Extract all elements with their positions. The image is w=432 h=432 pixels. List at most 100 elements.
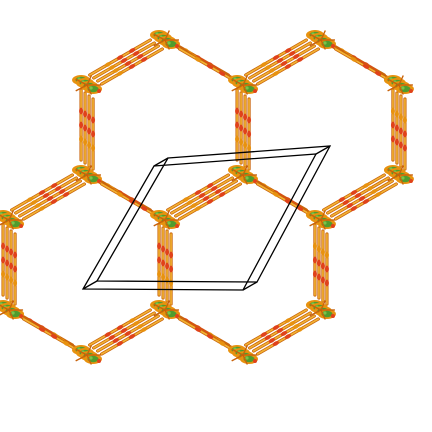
- cluster-highlight: [323, 311, 327, 315]
- linker-atom: [398, 127, 403, 135]
- linker-atom: [312, 270, 317, 278]
- framework-node-9: [383, 165, 414, 185]
- cluster-oxygen: [97, 359, 101, 363]
- linker-atom: [13, 279, 18, 287]
- node-spike: [320, 219, 326, 230]
- linker-atom: [296, 206, 304, 211]
- cluster-highlight: [89, 356, 93, 360]
- linker-atom: [247, 116, 252, 124]
- linker-atom: [30, 200, 38, 205]
- linker-atom: [324, 251, 329, 259]
- node-spike: [153, 213, 166, 221]
- cluster-highlight: [167, 41, 171, 45]
- framework-node-3: [228, 165, 258, 185]
- linker-atom: [112, 338, 119, 343]
- linker-atom: [1, 256, 6, 264]
- unit-cell-back-face: [81, 153, 318, 291]
- linker-atom: [398, 141, 403, 149]
- linker-atom: [402, 116, 407, 124]
- node-spike: [153, 33, 166, 41]
- linker-atom: [296, 327, 304, 332]
- linker-atom: [243, 141, 248, 149]
- linker-atom: [116, 71, 124, 76]
- linker-atom: [63, 192, 70, 197]
- linker-atom: [324, 265, 329, 273]
- linker-atom: [128, 318, 136, 323]
- linker-atom: [280, 331, 288, 336]
- cluster-oxygen: [330, 224, 335, 228]
- linker-atom: [38, 327, 46, 332]
- node-spike: [153, 309, 166, 317]
- node-spike: [8, 210, 15, 221]
- node-spike: [75, 84, 88, 92]
- framework-node-16: [228, 345, 258, 365]
- cluster-oxygen: [253, 179, 257, 183]
- linker-atom: [1, 242, 6, 250]
- linker-atom: [165, 262, 170, 270]
- linker-atom: [264, 335, 271, 340]
- cluster-highlight: [167, 311, 171, 315]
- linker-atom: [264, 65, 272, 70]
- linker-atom: [140, 206, 148, 211]
- linker-atom: [312, 256, 317, 264]
- node-spike: [242, 174, 248, 185]
- node-spike: [320, 309, 326, 320]
- linker-atom: [34, 203, 42, 208]
- framework-edge-19: [166, 308, 242, 356]
- unit-cell-edge: [153, 157, 169, 167]
- node-spike: [75, 168, 88, 176]
- node-spike: [86, 174, 92, 185]
- linker-atom: [26, 197, 34, 202]
- linker-atom: [320, 248, 325, 256]
- node-spike: [75, 348, 88, 356]
- linker-atom: [206, 199, 214, 204]
- linker-atom: [288, 321, 296, 326]
- node-spike: [153, 39, 166, 47]
- node-spike: [0, 219, 10, 226]
- framework-node-1: [150, 30, 180, 50]
- node-spike: [153, 303, 166, 311]
- node-spike: [242, 354, 248, 365]
- framework-edge-5: [79, 88, 96, 171]
- linker-atom: [390, 135, 395, 143]
- linker-atom: [346, 203, 353, 208]
- linker-atom: [215, 189, 222, 194]
- framework-node-6: [72, 75, 103, 95]
- cluster-highlight: [89, 86, 93, 90]
- linker-atom: [284, 64, 292, 69]
- node-spike: [309, 213, 322, 221]
- linker-atom: [87, 141, 92, 149]
- linker-atom: [108, 335, 115, 340]
- linker-atom: [38, 190, 46, 195]
- linker-atom: [63, 341, 70, 346]
- linker-atom: [289, 51, 296, 56]
- linker-atom: [55, 186, 62, 191]
- cluster-highlight: [245, 356, 249, 360]
- cluster-oxygen: [175, 314, 180, 318]
- linker-atom: [284, 334, 292, 339]
- node-spike: [231, 348, 244, 356]
- linker-atom: [235, 121, 240, 129]
- linker-atom: [211, 186, 218, 191]
- linker-atom: [342, 200, 349, 205]
- linker-atom: [140, 327, 148, 332]
- cluster-oxygen: [408, 179, 413, 183]
- node-spike: [320, 300, 326, 311]
- linker-atom: [285, 48, 292, 53]
- linker-atom: [374, 71, 382, 76]
- linker-atom: [239, 110, 244, 118]
- linker-atom: [206, 64, 214, 69]
- node-spike: [231, 78, 244, 86]
- linker-atom: [247, 130, 252, 138]
- node-spike: [0, 304, 10, 311]
- linker-atom: [390, 107, 395, 115]
- node-spike: [75, 174, 88, 182]
- linker-atom: [338, 197, 345, 202]
- cluster-highlight: [89, 176, 93, 180]
- linker-atom: [354, 193, 362, 198]
- linker-atom: [161, 273, 166, 281]
- node-spike: [387, 84, 400, 92]
- framework-edge-12: [157, 223, 174, 306]
- linker-atom: [91, 116, 96, 124]
- linker-atom: [394, 124, 399, 132]
